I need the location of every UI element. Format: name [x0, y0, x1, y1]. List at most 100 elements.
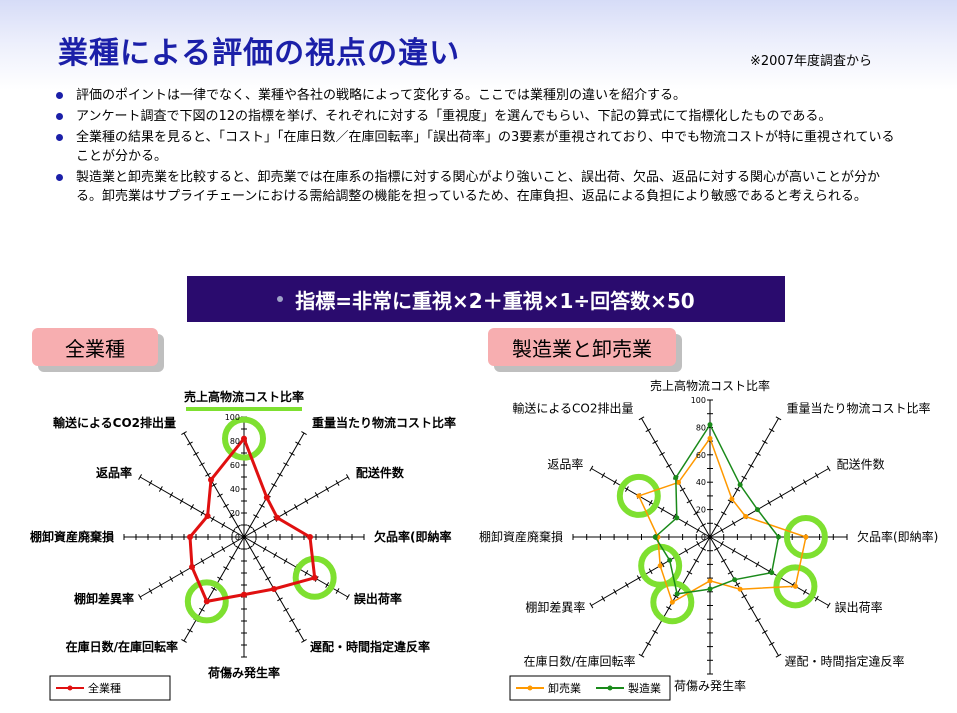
data-point — [732, 577, 738, 583]
radar-tick — [775, 416, 782, 421]
radar-tick — [301, 638, 307, 643]
highlight-circle — [773, 564, 818, 609]
radar-tick — [696, 541, 701, 547]
radar-tick — [714, 523, 720, 528]
axis-tick-label: 80 — [696, 423, 706, 432]
radar-tick — [648, 568, 653, 575]
category-label: 返品率 — [547, 457, 583, 472]
data-point — [707, 435, 713, 441]
axis-tick-label: 100 — [691, 396, 706, 405]
radar-tick — [200, 510, 205, 516]
radar-tick — [686, 499, 693, 504]
category-label: 配送件数 — [837, 457, 885, 472]
radar-tick — [625, 486, 629, 492]
category-label: 遅配・時間指定違反率 — [785, 654, 905, 669]
radar-tick — [235, 545, 241, 550]
radar-tick — [262, 522, 267, 528]
radar-tick — [826, 465, 831, 472]
category-label: 荷傷み発生率 — [674, 678, 746, 693]
radar-tick — [148, 588, 153, 594]
radar-tick — [693, 558, 700, 563]
radar-tick — [265, 576, 271, 581]
radar-tick — [727, 499, 734, 504]
radar-tick — [613, 588, 618, 595]
radar-tick — [314, 492, 319, 498]
bullet-item: 全業種の結果を見ると、「コスト」「在庫日数／在庫回転率」「誤出荷率」の3要素が重… — [48, 128, 898, 166]
legend-marker — [67, 685, 73, 691]
axis-tick-label: 20 — [230, 509, 240, 518]
radar-tick — [684, 547, 689, 554]
legend-marker — [527, 685, 533, 691]
category-label: 欠品率(即納率) — [857, 529, 938, 544]
radar-tick — [229, 514, 235, 519]
radar-tick — [179, 570, 184, 576]
category-label: 荷傷み発生率 — [207, 665, 280, 680]
radar-tick — [283, 607, 289, 612]
formula-banner: 指標=非常に重視×2＋重視×1÷回答数×50 — [187, 276, 785, 322]
radar-tick — [223, 566, 229, 571]
highlight-circle — [616, 473, 661, 518]
axis-tick-label: 80 — [230, 437, 240, 446]
radar-tick — [277, 472, 283, 477]
survey-note: ※2007年度調査から — [750, 54, 872, 69]
radar-tick — [190, 504, 194, 510]
radar-tick — [221, 522, 226, 528]
radar-tick — [636, 575, 641, 581]
radar-tick — [645, 641, 652, 646]
axis-tick-label: 60 — [230, 461, 240, 470]
radar-tick — [253, 555, 259, 560]
radar-tick — [199, 607, 205, 612]
radar-tick — [169, 492, 174, 498]
highlight-circle — [783, 515, 828, 559]
bullet-list: 評価のポイントは一律でなく、業種や各社の戦略によって変化する。ここでは業種別の違… — [48, 86, 898, 208]
category-label: 遅配・時間指定違反率 — [310, 639, 430, 654]
data-point — [737, 586, 743, 592]
data-point — [204, 513, 211, 519]
radar-tick — [205, 472, 211, 477]
radar-tick — [731, 547, 736, 554]
radar-tick — [700, 523, 706, 528]
radar-tick — [601, 472, 606, 479]
radar-tick — [259, 566, 265, 571]
radar-tick — [720, 558, 727, 563]
radar-tick — [814, 472, 819, 479]
radar-tick — [158, 582, 163, 588]
radar-tick — [179, 498, 184, 504]
category-label: 欠品率(即納率 — [374, 529, 452, 544]
data-point — [652, 534, 658, 540]
data-point — [241, 591, 247, 598]
data-point — [673, 475, 679, 481]
radar-tick — [645, 428, 652, 433]
data-point — [707, 422, 713, 428]
data-point — [674, 515, 680, 521]
radar-tick — [210, 552, 215, 558]
radar-tick — [304, 498, 309, 504]
radar-tick — [221, 546, 226, 552]
data-point — [792, 583, 798, 589]
radar-tick — [247, 524, 253, 529]
category-label: 売上高物流コスト比率 — [650, 378, 770, 393]
data-point — [754, 507, 760, 513]
radar-tick — [802, 588, 807, 595]
category-label: 配送件数 — [356, 465, 405, 480]
data-point — [669, 599, 675, 605]
radar-tick — [138, 594, 143, 600]
radar-tick — [325, 486, 330, 492]
radar-tick — [335, 588, 340, 594]
data-point — [737, 482, 743, 488]
data-point — [274, 514, 281, 521]
radar-tick — [748, 606, 754, 611]
radar-tick — [187, 441, 193, 446]
data-point — [707, 586, 713, 592]
radar-tick — [235, 524, 241, 529]
legend-label: 卸売業 — [548, 681, 581, 695]
legend-marker — [607, 685, 613, 691]
radar-tick — [638, 416, 645, 421]
radar-tick — [252, 528, 257, 534]
radar-tick — [158, 486, 163, 492]
radar-tick — [231, 528, 236, 534]
radar-tick — [231, 540, 236, 546]
category-label: 誤出荷率 — [354, 591, 402, 606]
radar-tick — [283, 558, 288, 564]
radar-tick — [660, 506, 665, 513]
